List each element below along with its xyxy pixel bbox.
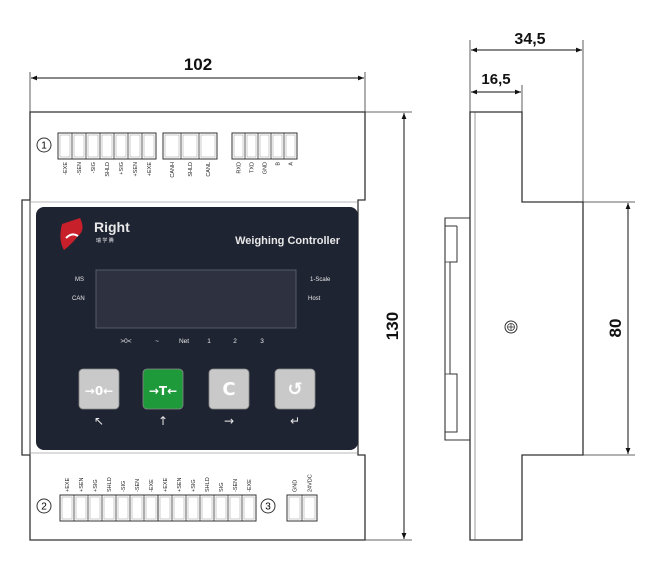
dimension-rail-offset: 16,5 <box>471 71 523 112</box>
dimension-rail-offset-label: 16,5 <box>481 71 510 88</box>
status-label: ~ <box>155 338 159 345</box>
terminal-label: GND <box>263 162 269 174</box>
keypad-button-label: C <box>222 379 235 400</box>
terminal-label: +EXE <box>65 477 71 492</box>
terminal-label: -SIG <box>121 481 127 492</box>
keypad-button[interactable]: C <box>208 368 250 410</box>
terminal-label: GND <box>293 480 299 492</box>
terminal-number-2 <box>36 498 52 514</box>
dimension-width: 102 <box>29 55 366 112</box>
keypad-button[interactable]: →0← <box>78 368 120 410</box>
terminal-label: -EXE <box>247 479 253 492</box>
terminal-label: -SIG <box>91 162 97 173</box>
dimension-side-height: 80 <box>583 201 635 456</box>
label-ms: MS <box>75 277 84 283</box>
terminal-label: SHLD <box>205 477 211 492</box>
top-terminal-block-2: CANH SHLD CANL <box>162 132 218 178</box>
terminal-label: -EXE <box>63 162 69 175</box>
keypad-arrow-icon: ↵ <box>290 414 300 428</box>
side-enclosure <box>469 111 584 541</box>
status-indicators: >0< ~ Net 1 2 3 <box>120 338 264 345</box>
status-label: 3 <box>260 338 264 345</box>
terminal-label: -SEN <box>233 479 239 492</box>
status-label: Net <box>179 338 189 345</box>
dimension-depth-label: 34,5 <box>514 31 545 48</box>
terminal-label: +SEN <box>133 162 139 177</box>
keypad-arrow-icon: → <box>224 414 234 428</box>
terminal-label: SHLD <box>105 162 111 177</box>
terminal-label: +SIG <box>191 479 197 492</box>
top-terminal-block-1: -EXE -SEN -SIG SHLD +SIG +SEN +EXE <box>57 132 157 177</box>
terminal-label: B <box>276 162 282 166</box>
terminal-label: 24VDC <box>308 474 314 492</box>
terminal-label: +SIG <box>119 162 125 175</box>
terminal-number-1-label: 1 <box>41 141 47 152</box>
terminal-label: TXD <box>250 162 256 173</box>
dimension-height-label: 130 <box>383 312 402 340</box>
dimension-width-label: 102 <box>184 55 212 74</box>
status-label: 1 <box>207 338 211 345</box>
terminal-label: A <box>289 162 295 166</box>
terminal-number-2-label: 2 <box>41 502 47 513</box>
din-rail-clip <box>444 217 470 441</box>
terminal-label: +SEN <box>177 477 183 492</box>
terminal-label: -SEN <box>77 162 83 175</box>
dimension-height: 130 <box>365 111 412 541</box>
dimension-side-height-label: 80 <box>606 319 625 338</box>
terminal-label: +SIG <box>93 479 99 492</box>
lcd-display <box>95 269 297 329</box>
screw-icon <box>504 320 518 334</box>
terminal-label: +EXE <box>163 477 169 492</box>
terminal-number-1 <box>36 137 52 153</box>
terminal-label: +SEN <box>79 477 85 492</box>
terminal-label: SIG <box>219 483 225 492</box>
terminal-label: SHLD <box>107 477 113 492</box>
keypad-button[interactable]: →T← <box>142 368 184 410</box>
model-name: Weighing Controller <box>235 235 341 247</box>
brand-logo <box>60 218 83 250</box>
top-terminal-block-3: RXD TXD GND B A <box>231 132 298 174</box>
terminal-label: CANL <box>206 162 212 177</box>
keypad: →0← ↖ →T← ↑ C → ↺ ↵ <box>78 368 316 428</box>
brand-name-cn: 瑞 学 腾 <box>96 237 114 244</box>
terminal-label: +EXE <box>147 162 153 177</box>
keypad-button-label: →0← <box>85 384 113 398</box>
status-label: 2 <box>233 338 237 345</box>
terminal-label: CANH <box>170 162 176 178</box>
terminal-label: RXD <box>237 162 243 174</box>
terminal-number-3-label: 3 <box>265 502 271 513</box>
keypad-button-label: →T← <box>149 384 177 398</box>
bottom-terminal-block-2: +EXE +SEN +SIG SHLD SIG -SEN -EXE <box>157 477 257 522</box>
label-can: CAN <box>72 296 85 302</box>
terminal-label: SHLD <box>188 162 194 177</box>
dimension-depth: 34,5 <box>469 31 584 202</box>
terminal-label: -SEN <box>135 479 141 492</box>
keypad-arrow-icon: ↑ <box>158 414 168 428</box>
keypad-button[interactable]: ↺ <box>274 368 316 410</box>
terminal-label: -EXE <box>149 479 155 492</box>
status-label: >0< <box>120 338 131 345</box>
brand-name: Right <box>94 219 130 235</box>
label-1-scale: 1-Scale <box>310 277 331 283</box>
label-host: Host <box>308 296 321 302</box>
keypad-button-label: ↺ <box>287 379 302 400</box>
bottom-terminal-block-3: GND 24VDC <box>286 474 318 522</box>
side-view <box>444 111 584 541</box>
terminal-number-3 <box>260 498 276 514</box>
keypad-arrow-icon: ↖ <box>94 414 104 428</box>
bottom-terminal-block-1: +EXE +SEN +SIG SHLD -SIG -SEN -EXE <box>59 477 159 522</box>
